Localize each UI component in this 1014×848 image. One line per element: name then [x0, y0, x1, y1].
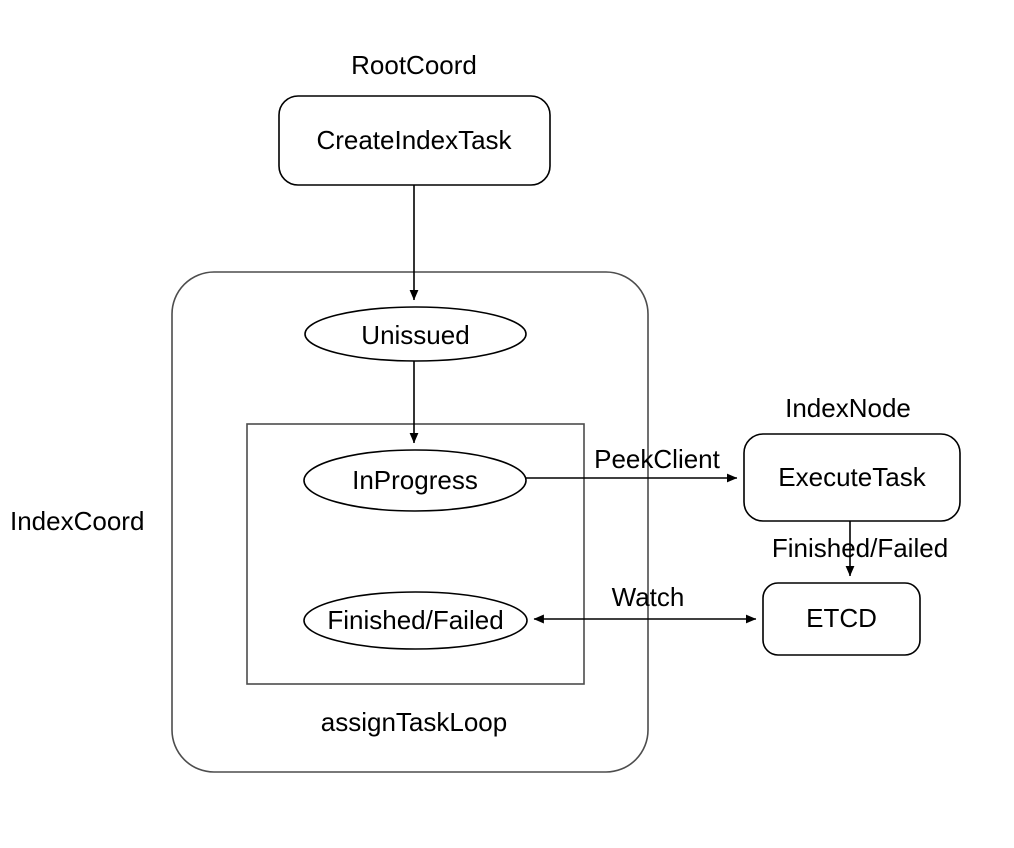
node-finished-failed-shape[interactable]: [303, 591, 528, 650]
group-assign-task-loop-boundary: [246, 423, 585, 685]
node-execute-task-label: ExecuteTask: [778, 462, 926, 492]
edge-execute-task-to-etcd-label: Finished/Failed: [772, 533, 948, 563]
node-unissued-shape[interactable]: [304, 306, 527, 362]
node-create-index-task[interactable]: CreateIndexTask: [278, 95, 551, 186]
node-finished-failed[interactable]: Finished/Failed: [303, 591, 528, 650]
group-root-coord-label: RootCoord: [351, 50, 477, 80]
node-create-index-task-shape[interactable]: [278, 95, 551, 186]
node-in-progress-shape[interactable]: [303, 449, 527, 512]
node-execute-task-shape[interactable]: [743, 433, 961, 522]
node-unissued-label: Unissued: [361, 320, 469, 350]
node-execute-task[interactable]: ExecuteTask: [743, 433, 961, 522]
group-index-coord-boundary: [171, 271, 649, 773]
node-etcd-label: ETCD: [806, 603, 877, 633]
node-in-progress-label: InProgress: [352, 465, 478, 495]
node-create-index-task-label: CreateIndexTask: [316, 125, 512, 155]
node-in-progress[interactable]: InProgress: [303, 449, 527, 512]
edge-peek-client-label: PeekClient: [594, 444, 721, 474]
group-assign-task-loop-label: assignTaskLoop: [321, 707, 507, 737]
group-index-node-label: IndexNode: [785, 393, 911, 423]
node-etcd[interactable]: ETCD: [762, 582, 921, 656]
node-unissued[interactable]: Unissued: [304, 306, 527, 362]
node-finished-failed-label: Finished/Failed: [327, 605, 503, 635]
node-etcd-shape[interactable]: [762, 582, 921, 656]
edge-watch-label: Watch: [612, 582, 685, 612]
group-index-coord-label: IndexCoord: [10, 506, 144, 536]
